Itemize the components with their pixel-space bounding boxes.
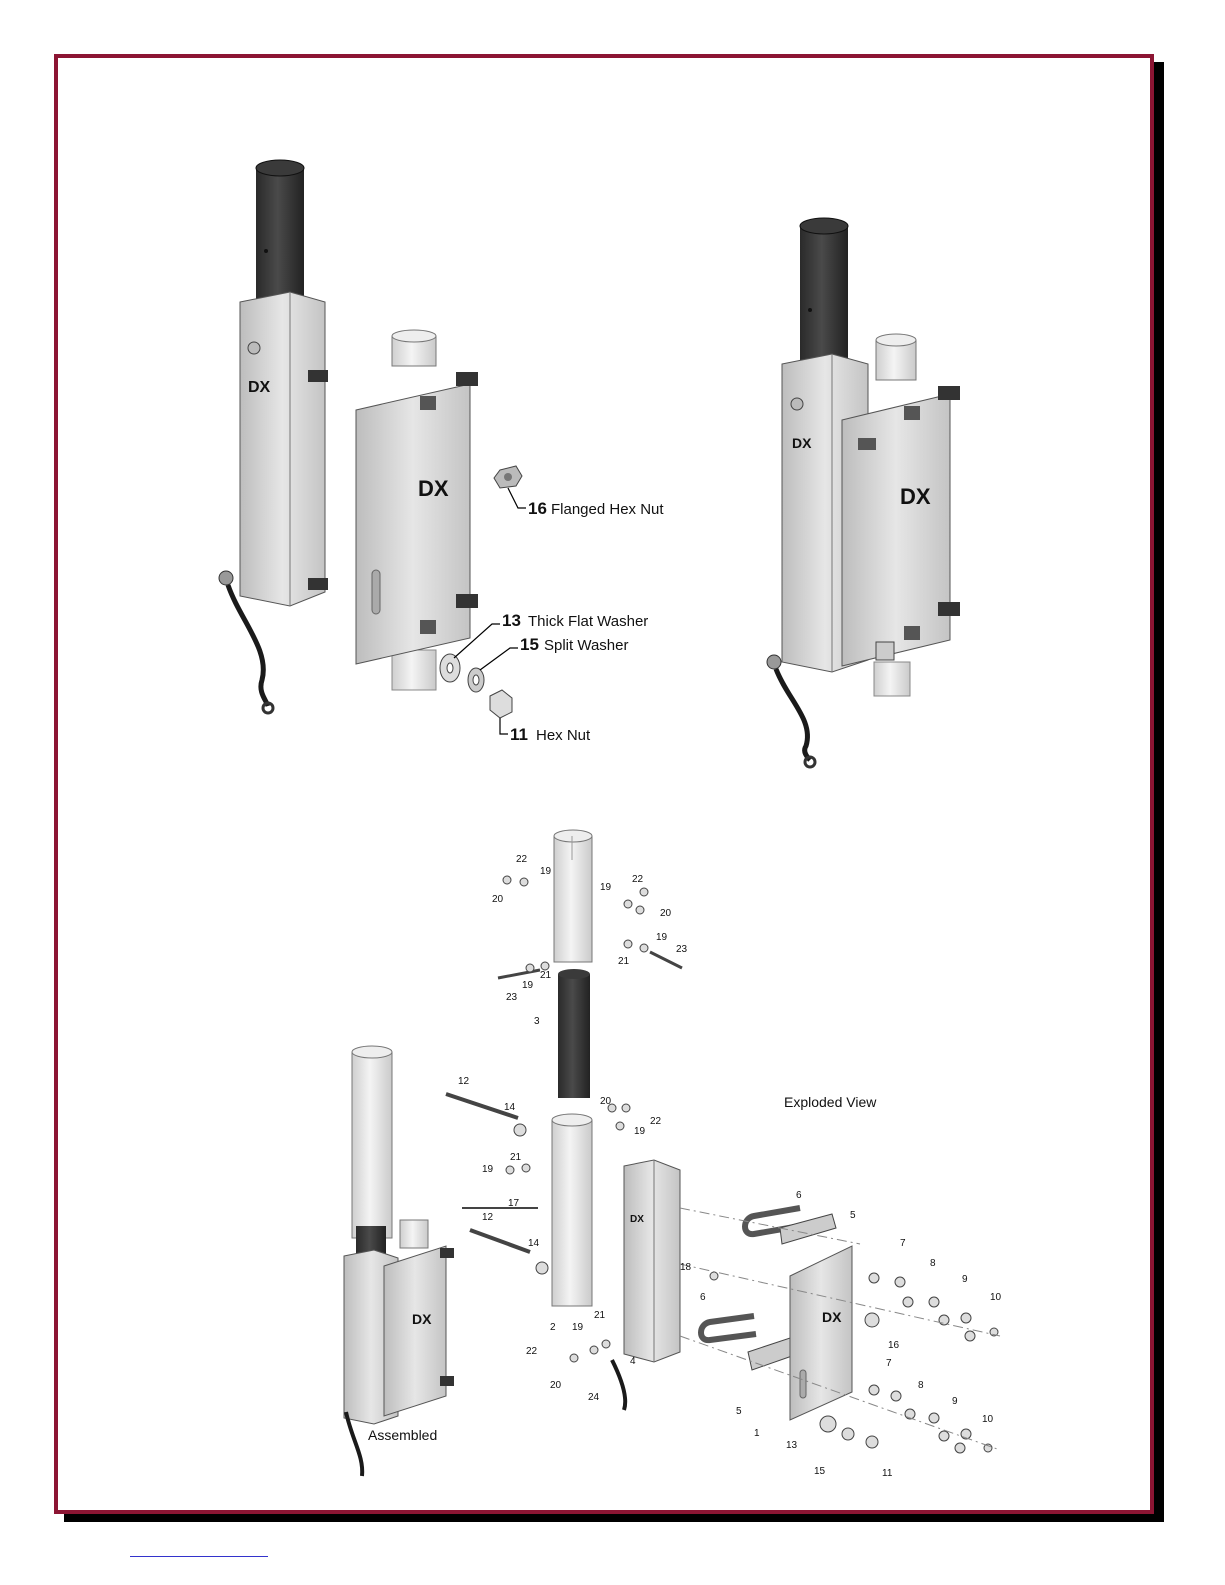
part-21: 21 (540, 970, 552, 981)
brand-logo-assembled-bracket: DX (792, 435, 812, 451)
part-14: 14 (528, 1238, 540, 1249)
exploded-angle-bracket: DX (624, 1160, 680, 1362)
part-21: 21 (594, 1310, 606, 1321)
part-23: 23 (506, 992, 518, 1003)
mounting-plate: DX (356, 372, 478, 664)
split-washer (468, 668, 484, 692)
flanged-hex-nut (494, 466, 522, 488)
part-24: 24 (588, 1392, 600, 1403)
part-20: 20 (492, 894, 504, 905)
part-19: 19 (572, 1322, 584, 1333)
part-23: 23 (676, 944, 688, 955)
u-bolt-upper (745, 1208, 836, 1244)
brand-logo-assembled-plate: DX (900, 484, 931, 509)
callout-13-label: Thick Flat Washer (528, 613, 648, 630)
part-21: 21 (618, 956, 630, 967)
part-8: 8 (930, 1258, 936, 1269)
exploded-plate: DX (790, 1246, 852, 1420)
part-9: 9 (962, 1274, 968, 1285)
part-22: 22 (650, 1116, 662, 1127)
callout-15-label: Split Washer (544, 637, 628, 654)
assembled-caption: Assembled (368, 1427, 437, 1443)
part-10: 10 (982, 1414, 994, 1425)
exploded-dark-tube (558, 969, 590, 1098)
part-22: 22 (632, 874, 644, 885)
angle-bracket: DX (240, 292, 328, 606)
part-7: 7 (900, 1238, 906, 1249)
part-8: 8 (918, 1380, 924, 1391)
callout-11: 11 (510, 725, 528, 744)
part-7: 7 (886, 1358, 892, 1369)
part-18: 18 (680, 1262, 692, 1273)
part-12: 12 (458, 1076, 470, 1087)
callout-11-label: Hex Nut (536, 727, 591, 744)
part-11: 11 (882, 1468, 893, 1479)
lower-pipe (552, 1114, 592, 1306)
hex-nut (490, 690, 512, 718)
part-14: 14 (504, 1102, 516, 1113)
brand-logo-exploded-bracket: DX (630, 1214, 644, 1225)
part-20: 20 (660, 908, 672, 919)
dark-mast-tube (256, 160, 304, 316)
part-19: 19 (600, 882, 612, 893)
upper-pipe (554, 830, 592, 962)
part-19: 19 (634, 1126, 646, 1137)
exploded-ground-wire (612, 1360, 625, 1410)
part-12: 12 (482, 1212, 494, 1223)
callout-15: 15 (520, 635, 539, 654)
part-22: 22 (526, 1346, 538, 1357)
part-9: 9 (952, 1396, 958, 1407)
part-15: 15 (814, 1466, 826, 1477)
exploded-view-caption: Exploded View (784, 1094, 877, 1110)
part-21: 21 (510, 1152, 522, 1163)
brand-logo-plate: DX (418, 476, 449, 501)
part-19: 19 (540, 866, 552, 877)
callout-13: 13 (502, 611, 521, 630)
brand-logo: DX (248, 379, 271, 396)
part-5: 5 (736, 1406, 742, 1417)
part-number-labels: 22 19 20 19 22 20 21 19 23 21 19 23 3 12… (458, 854, 1002, 1479)
part-19: 19 (656, 932, 668, 943)
part-6: 6 (796, 1190, 802, 1201)
brand-logo-assembled-small: DX (412, 1311, 432, 1327)
part-6: 6 (700, 1292, 706, 1303)
part-17: 17 (508, 1198, 520, 1209)
part-13: 13 (786, 1440, 798, 1451)
part-1: 1 (754, 1428, 760, 1439)
part-19: 19 (522, 980, 534, 991)
part-20: 20 (550, 1380, 562, 1391)
top-left-assembly: DX DX (219, 160, 664, 744)
part-3: 3 (534, 1016, 540, 1027)
footer-link-underline[interactable] (130, 1556, 268, 1557)
brand-logo-exploded-plate: DX (822, 1309, 842, 1325)
part-16: 16 (888, 1340, 900, 1351)
assembled-small: DX (344, 1046, 454, 1476)
part-5: 5 (850, 1210, 856, 1221)
exploded-view: DX DX (446, 830, 1000, 1453)
part-4: 4 (630, 1356, 636, 1367)
top-right-assembly: DX DX (767, 218, 960, 767)
u-bolt-lower (701, 1316, 792, 1370)
part-20: 20 (600, 1096, 612, 1107)
callout-16: 16 (528, 499, 547, 518)
part-10: 10 (990, 1292, 1002, 1303)
callout-16-label: Flanged Hex Nut (551, 501, 664, 518)
part-22: 22 (516, 854, 528, 865)
part-2: 2 (550, 1322, 556, 1333)
thick-flat-washer (440, 654, 460, 682)
part-19: 19 (482, 1164, 494, 1175)
